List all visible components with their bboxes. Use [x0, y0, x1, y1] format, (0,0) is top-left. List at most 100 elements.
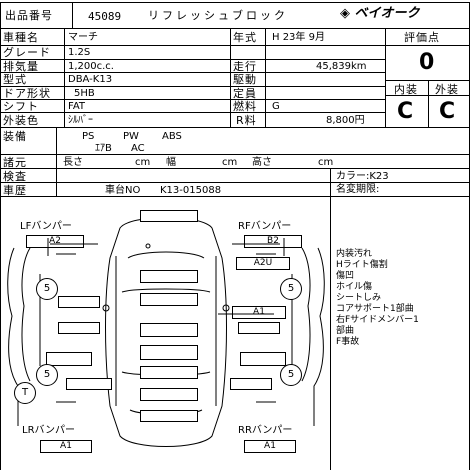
- model-label: 車種名: [3, 31, 39, 44]
- col-line: [330, 168, 331, 470]
- lr-bumper-code: A1: [40, 440, 92, 453]
- drive-label: 駆動: [233, 73, 257, 86]
- length-unit: cm: [135, 157, 151, 168]
- row-line: [0, 99, 385, 100]
- overall-score: 0: [419, 50, 435, 75]
- width-unit: cm: [222, 157, 238, 168]
- diagram-panel-bar: [140, 270, 198, 283]
- lot-number: 45089: [88, 10, 122, 23]
- logo-mark-icon: ◈: [340, 6, 350, 21]
- tire-mark-circle: T: [14, 382, 36, 404]
- name-change-label: 名変期限:: [336, 184, 380, 195]
- grade-label: グレード: [3, 46, 51, 59]
- fuel-label: 燃料: [233, 100, 257, 113]
- grade-line: [385, 80, 470, 81]
- doors-value: 5HB: [74, 88, 95, 99]
- diagram-panel-bar: [66, 378, 112, 390]
- note-line: 傷凹: [336, 271, 355, 281]
- note-line: コアサポート1部曲: [336, 304, 414, 314]
- shift-label: シフト: [3, 100, 39, 113]
- mileage-value: 45,839km: [316, 61, 367, 72]
- equipment-item: ｴｱB: [95, 143, 112, 154]
- col-line: [64, 28, 65, 127]
- note-line: シートしみ: [336, 293, 382, 303]
- row-line: [0, 154, 470, 155]
- diagram-panel-bar: [46, 352, 92, 366]
- chassis-number: K13-015088: [160, 185, 222, 196]
- lot-label: 出品番号: [5, 9, 53, 22]
- diagram-panel-bar: [140, 323, 198, 337]
- color-code: カラー:K23: [336, 172, 389, 182]
- interior-grade: C: [397, 99, 414, 124]
- col-line: [56, 127, 57, 168]
- diagram-panel-bar: [238, 322, 280, 334]
- diagram-panel-bar: [240, 352, 286, 366]
- border-top: [0, 2, 470, 3]
- row-line: [0, 86, 385, 87]
- equipment-item: PW: [123, 131, 139, 142]
- header-divider: [0, 28, 470, 29]
- grade-box-title: 評価点: [404, 31, 440, 44]
- rr-bumper-code: A1: [244, 440, 296, 453]
- header-lot-divider: [72, 2, 73, 28]
- col-line: [385, 28, 386, 127]
- diagram-panel-bar: [230, 378, 272, 390]
- brand-logo: ◈ ベイオーク: [340, 7, 420, 20]
- diagram-panel-bar: [140, 293, 198, 306]
- equipment-label: 装備: [3, 130, 27, 143]
- recycle-fee-label: R料: [236, 114, 257, 127]
- damage-mark-a1: A1: [232, 306, 286, 319]
- equipment-item: AC: [131, 143, 145, 154]
- col-line: [56, 168, 57, 196]
- diagram-panel-bar: [140, 210, 198, 222]
- rr-bumper-label: RRバンパー: [238, 425, 293, 436]
- note-line: F事故: [336, 337, 360, 347]
- grade-value: 1.2S: [68, 47, 91, 58]
- year-label: 年式: [233, 31, 257, 44]
- height-unit: cm: [318, 157, 334, 168]
- row-line: [0, 168, 470, 169]
- length-label: 長さ: [63, 157, 83, 168]
- damage-mark-a2u: A2U: [236, 257, 290, 270]
- equipment-item: ABS: [162, 131, 182, 142]
- page-title: リフレッシュブロック: [148, 9, 288, 22]
- col-line: [230, 28, 231, 127]
- grade-line: [385, 45, 470, 46]
- shift-value: FAT: [68, 101, 86, 112]
- interior-label: 内装: [394, 83, 418, 96]
- dimensions-label: 諸元: [3, 156, 27, 169]
- width-label: 幅: [166, 157, 176, 168]
- height-label: 高さ: [252, 157, 272, 168]
- col-line: [428, 80, 429, 127]
- col-line: [265, 28, 266, 127]
- wheel-damage-circle: 5: [280, 364, 302, 386]
- exterior-grade: C: [439, 99, 456, 124]
- type-label: 型式: [3, 73, 27, 86]
- diagram-panel-bar: [140, 410, 198, 422]
- row-line: [0, 182, 470, 183]
- lr-bumper-label: LRバンパー: [22, 425, 76, 436]
- note-line: 部曲: [336, 326, 355, 336]
- row-line: [0, 72, 385, 73]
- recycle-fee-value: 8,800円: [326, 115, 365, 126]
- border-left: [0, 2, 1, 470]
- diagram-panel-bar: [140, 366, 198, 379]
- diagram-panel-bar: [140, 345, 198, 360]
- note-line: ホイル傷: [336, 282, 373, 292]
- exterior-color-value: ｼﾙﾊﾞｰ: [68, 115, 93, 126]
- history-label: 車歴: [3, 184, 27, 197]
- color-code-label: カラー:: [336, 171, 370, 182]
- note-line: 右Fサイドメンバー1: [336, 315, 419, 325]
- type-value: DBA-K13: [68, 74, 113, 85]
- displacement-value: 1,200c.c.: [68, 61, 114, 72]
- exterior-color-label: 外装色: [3, 114, 39, 127]
- grade-line: [385, 95, 470, 96]
- wheel-damage-circle: 5: [280, 278, 302, 300]
- note-line: Hライト傷割: [336, 260, 388, 270]
- exterior-label: 外装: [435, 83, 459, 96]
- row-line: [0, 112, 385, 113]
- diagram-panel-bar: [58, 322, 100, 334]
- wheel-damage-circle: 5: [36, 278, 58, 300]
- doors-label: ドア形状: [3, 87, 51, 100]
- chassis-label: 車台NO: [105, 185, 141, 196]
